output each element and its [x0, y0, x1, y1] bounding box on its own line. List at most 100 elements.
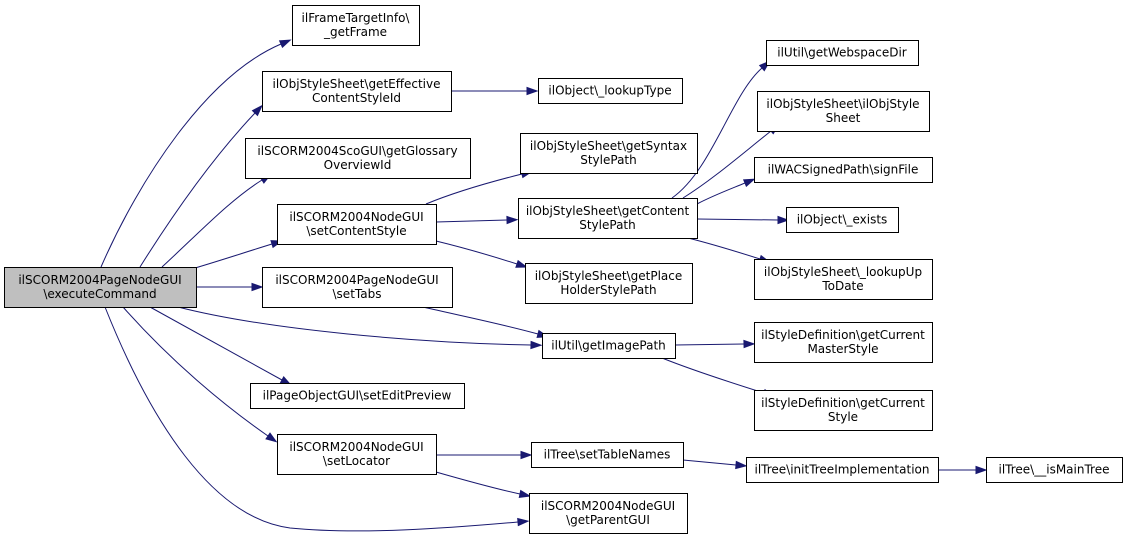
- node-label-line: StylePath: [579, 218, 636, 232]
- node-ilscorm2004nodegui-getparentgui[interactable]: ilSCORM2004NodeGUI\getParentGUI: [529, 493, 688, 534]
- node-iltree-ismaintree[interactable]: ilTree\__isMainTree: [986, 457, 1123, 483]
- node-ilpageobjectgui-seteditpreview[interactable]: ilPageObjectGUI\setEditPreview: [250, 383, 465, 409]
- node-label-line: ilSCORM2004NodeGUI: [289, 210, 423, 224]
- arrowhead-icon: [520, 450, 533, 460]
- node-box: [245, 138, 471, 179]
- node-ilscorm2004pagenodegui-executecommand[interactable]: ilSCORM2004PageNodeGUI\executeCommand: [4, 267, 197, 308]
- node-label-line: Style: [828, 410, 858, 424]
- edge-line: [177, 306, 532, 346]
- edge-line: [139, 112, 256, 268]
- arrowhead-icon: [265, 432, 278, 443]
- node-label-line: \executeCommand: [43, 287, 156, 301]
- edge-ilscorm2004pagenodegui-executecommand-to-ilframetargetinfo-getframe: [100, 39, 292, 268]
- edge-line: [661, 357, 765, 394]
- node-box: [520, 133, 698, 174]
- edge-line: [682, 130, 772, 199]
- node-label-line: ilObject\_exists: [797, 213, 888, 227]
- node-ilutil-getimagepath[interactable]: ilUtil\getImagePath: [542, 333, 676, 359]
- node-label-line: ilSCORM2004ScoGUI\getGlossary: [257, 144, 457, 158]
- node-ilutil-getwebspacedir[interactable]: ilUtil\getWebspaceDir: [766, 40, 919, 66]
- node-label-line: ilSCORM2004PageNodeGUI: [275, 273, 438, 287]
- node-label-line: StylePath: [580, 153, 637, 167]
- node-box: [531, 442, 684, 468]
- node-box: [277, 434, 437, 475]
- edge-ilscorm2004pagenodegui-executecommand-to-ilscorm2004nodegui-setcontentstyle: [194, 240, 284, 269]
- node-ilframetargetinfo-getframe[interactable]: ilFrameTargetInfo\_getFrame: [292, 5, 420, 46]
- node-label-line: ilSCORM2004NodeGUI: [541, 499, 675, 513]
- node-label-line: ilWACSignedPath\signFile: [768, 163, 919, 177]
- arrowhead-icon: [251, 104, 263, 117]
- node-label-line: ilTree\initTreeImplementation: [755, 463, 930, 477]
- node-label-line: HolderStylePath: [560, 283, 656, 297]
- arrowhead-icon: [517, 517, 530, 527]
- edge-ilscorm2004nodegui-setlocator-to-ilscorm2004nodegui-getparentgui: [435, 471, 532, 498]
- node-box: [292, 5, 420, 46]
- node-ilobjstylesheet-ilobjstylesheet[interactable]: ilObjStyleSheet\ilObjStyleSheet: [757, 91, 930, 132]
- arrowhead-icon: [518, 489, 532, 498]
- arrowhead-icon: [506, 215, 519, 225]
- node-ilscorm2004nodegui-setcontentstyle[interactable]: ilSCORM2004NodeGUI\setContentStyle: [277, 204, 437, 245]
- node-box: [250, 383, 465, 409]
- node-box: [277, 204, 437, 245]
- node-ilscorm2004nodegui-setlocator[interactable]: ilSCORM2004NodeGUI\setLocator: [277, 434, 437, 475]
- edge-ilscorm2004pagenodegui-settabs-to-ilutil-getimagepath: [422, 306, 550, 338]
- edge-ilscorm2004nodegui-setcontentstyle-to-ilobjstylesheet-getcontentstylepath: [435, 215, 519, 225]
- node-ilscorm2004pagenodegui-settabs[interactable]: ilSCORM2004PageNodeGUI\setTabs: [262, 267, 453, 308]
- node-box: [262, 71, 452, 112]
- arrowhead-icon: [742, 178, 756, 188]
- node-box: [525, 263, 693, 304]
- node-label-line: ilObjStyleSheet\_lookupUp: [764, 265, 922, 279]
- node-ilobject-exists[interactable]: ilObject\_exists: [786, 207, 899, 233]
- edge-line: [674, 343, 745, 346]
- node-box: [754, 259, 933, 300]
- node-label-line: ToDate: [821, 279, 863, 293]
- node-label-line: ilObjStyleSheet\getPlace: [535, 269, 683, 283]
- edge-line: [435, 219, 508, 223]
- node-box: [754, 322, 933, 363]
- node-label-line: ilStyleDefinition\getCurrent: [761, 328, 925, 342]
- arrowhead-icon: [530, 340, 543, 350]
- node-iltree-inittreeimplementation[interactable]: ilTree\initTreeImplementation: [746, 457, 939, 483]
- arrowhead-icon: [735, 460, 748, 470]
- edge-ilscorm2004pagenodegui-executecommand-to-ilscorm2004scogui-getglossaryoverviewid: [161, 173, 272, 268]
- node-label-line: ilUtil\getImagePath: [551, 339, 666, 353]
- node-label-line: ilStyleDefinition\getCurrent: [761, 396, 925, 410]
- node-box: [786, 207, 899, 233]
- node-ilobjstylesheet-geteffectivecontentstyleid[interactable]: ilObjStyleSheet\getEffectiveContentStyle…: [262, 71, 452, 112]
- node-box: [754, 157, 933, 183]
- node-ilwacsignedpath-signfile[interactable]: ilWACSignedPath\signFile: [754, 157, 933, 183]
- edge-line: [696, 218, 779, 221]
- edge-iltree-settablenames-to-iltree-inittreeimplementation: [682, 459, 748, 470]
- edge-ilobjstylesheet-getcontentstylepath-to-ilobjstylesheet-lookupuptodate: [687, 237, 771, 263]
- edge-ilutil-getimagepath-to-ilstyledefinition-getcurrentmasterstyle: [674, 339, 756, 349]
- node-label-line: ilObjStyleSheet\getSyntax: [530, 139, 687, 153]
- edge-line: [435, 471, 521, 495]
- edge-ilscorm2004pagenodegui-executecommand-to-ilscorm2004nodegui-getparentgui: [104, 306, 530, 532]
- edge-line: [194, 243, 273, 269]
- node-box: [746, 457, 939, 483]
- node-box: [4, 267, 197, 308]
- edge-line: [104, 306, 519, 532]
- edge-line: [682, 459, 737, 466]
- edge-line: [122, 306, 269, 437]
- edge-ilobjstylesheet-getcontentstylepath-to-ilobject-exists: [696, 215, 790, 225]
- node-label-line: \setContentStyle: [306, 224, 406, 238]
- node-iltree-settablenames[interactable]: ilTree\setTableNames: [531, 442, 684, 468]
- node-label-line: ilObjStyleSheet\getContent: [526, 204, 690, 218]
- arrowhead-icon: [777, 215, 790, 225]
- node-label-line: ContentStyleId: [312, 91, 401, 105]
- node-label-line: \setLocator: [323, 454, 390, 468]
- node-label-line: ilObjStyleSheet\getEffective: [273, 77, 441, 91]
- call-nodes: ilSCORM2004PageNodeGUI\executeCommandilF…: [4, 5, 1123, 534]
- node-label-line: _getFrame: [323, 25, 387, 39]
- edge-line: [422, 306, 539, 335]
- node-ilobject-lookuptype[interactable]: ilObject\_lookupType: [538, 78, 683, 104]
